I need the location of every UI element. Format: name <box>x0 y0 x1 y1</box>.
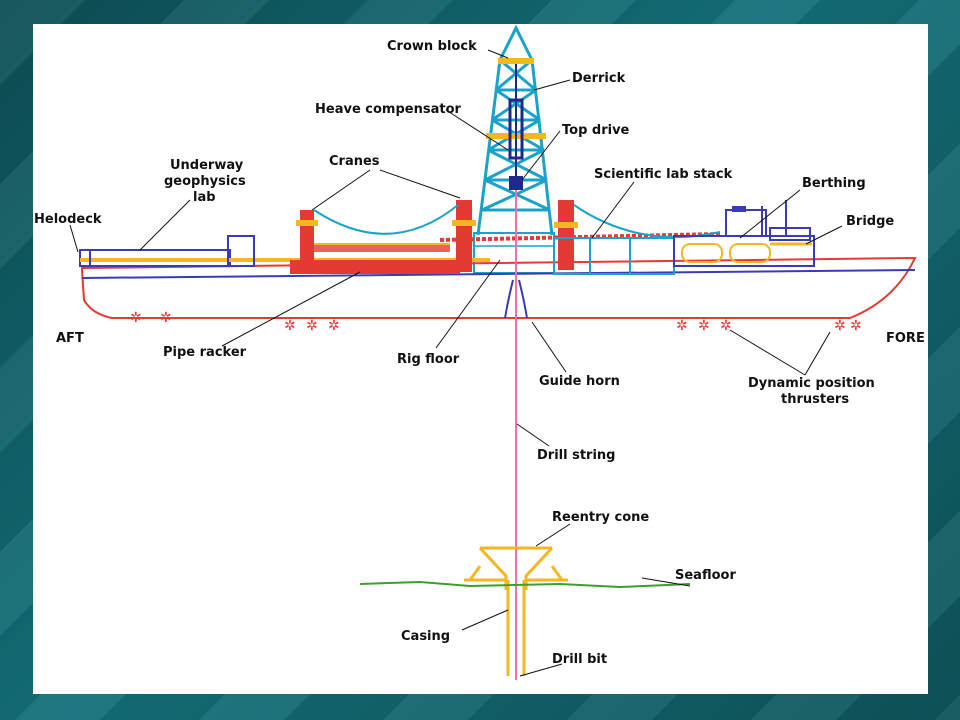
svg-text:✲: ✲ <box>720 318 732 334</box>
svg-text:✲: ✲ <box>676 318 688 334</box>
seafloor-line <box>359 580 691 589</box>
label-pipe-racker: Pipe racker <box>163 345 247 360</box>
pipe-racker <box>290 260 460 274</box>
crane-fwd <box>554 200 578 270</box>
label-reentry-cone: Reentry cone <box>552 510 649 525</box>
label-berthing: Berthing <box>802 176 866 191</box>
casing <box>506 580 526 676</box>
label-drill-string: Drill string <box>537 448 615 463</box>
bridge-block <box>769 227 812 246</box>
label-fore: FORE <box>886 331 925 346</box>
crown-block-bar <box>498 58 534 64</box>
crane-aft <box>296 210 318 270</box>
berthing-block <box>673 200 815 267</box>
label-heave-compensator: Heave compensator <box>315 102 462 117</box>
label-aft: AFT <box>56 331 84 346</box>
crane-mid <box>452 200 476 272</box>
helodeck <box>79 249 490 267</box>
label-drill-bit: Drill bit <box>552 652 607 667</box>
thrusters: ✲✲✲ ✲✲✲ ✲✲ ✲✲ <box>130 310 862 334</box>
label-cranes: Cranes <box>329 154 380 169</box>
label-dynamic-1: Dynamic position <box>748 376 875 391</box>
label-top-drive: Top drive <box>562 123 630 138</box>
label-rig-floor: Rig floor <box>397 352 460 367</box>
svg-text:✲: ✲ <box>284 318 296 334</box>
label-scientific-lab-stack: Scientific lab stack <box>594 167 733 182</box>
leader-lines <box>69 49 843 677</box>
top-drive-body <box>509 176 523 190</box>
label-underway-1: Underway <box>170 158 244 173</box>
label-seafloor: Seafloor <box>675 568 736 583</box>
label-dynamic-2: thrusters <box>781 392 849 407</box>
svg-text:✲: ✲ <box>130 310 142 326</box>
label-underway-2: geophysics <box>164 174 246 189</box>
label-guide-horn: Guide horn <box>539 374 620 389</box>
svg-text:✲: ✲ <box>698 318 710 334</box>
svg-text:✲: ✲ <box>160 310 172 326</box>
aft-house <box>227 235 255 267</box>
label-helodeck: Helodeck <box>34 212 102 227</box>
label-bridge: Bridge <box>846 214 894 229</box>
label-crown-block: Crown block <box>387 39 477 54</box>
svg-text:✲: ✲ <box>306 318 318 334</box>
svg-text:✲: ✲ <box>834 318 846 334</box>
svg-text:✲: ✲ <box>850 318 862 334</box>
hull <box>81 256 917 319</box>
svg-text:✲: ✲ <box>328 318 340 334</box>
label-underway-3: lab <box>193 190 216 205</box>
label-derrick: Derrick <box>572 71 626 86</box>
label-casing: Casing <box>401 629 450 644</box>
